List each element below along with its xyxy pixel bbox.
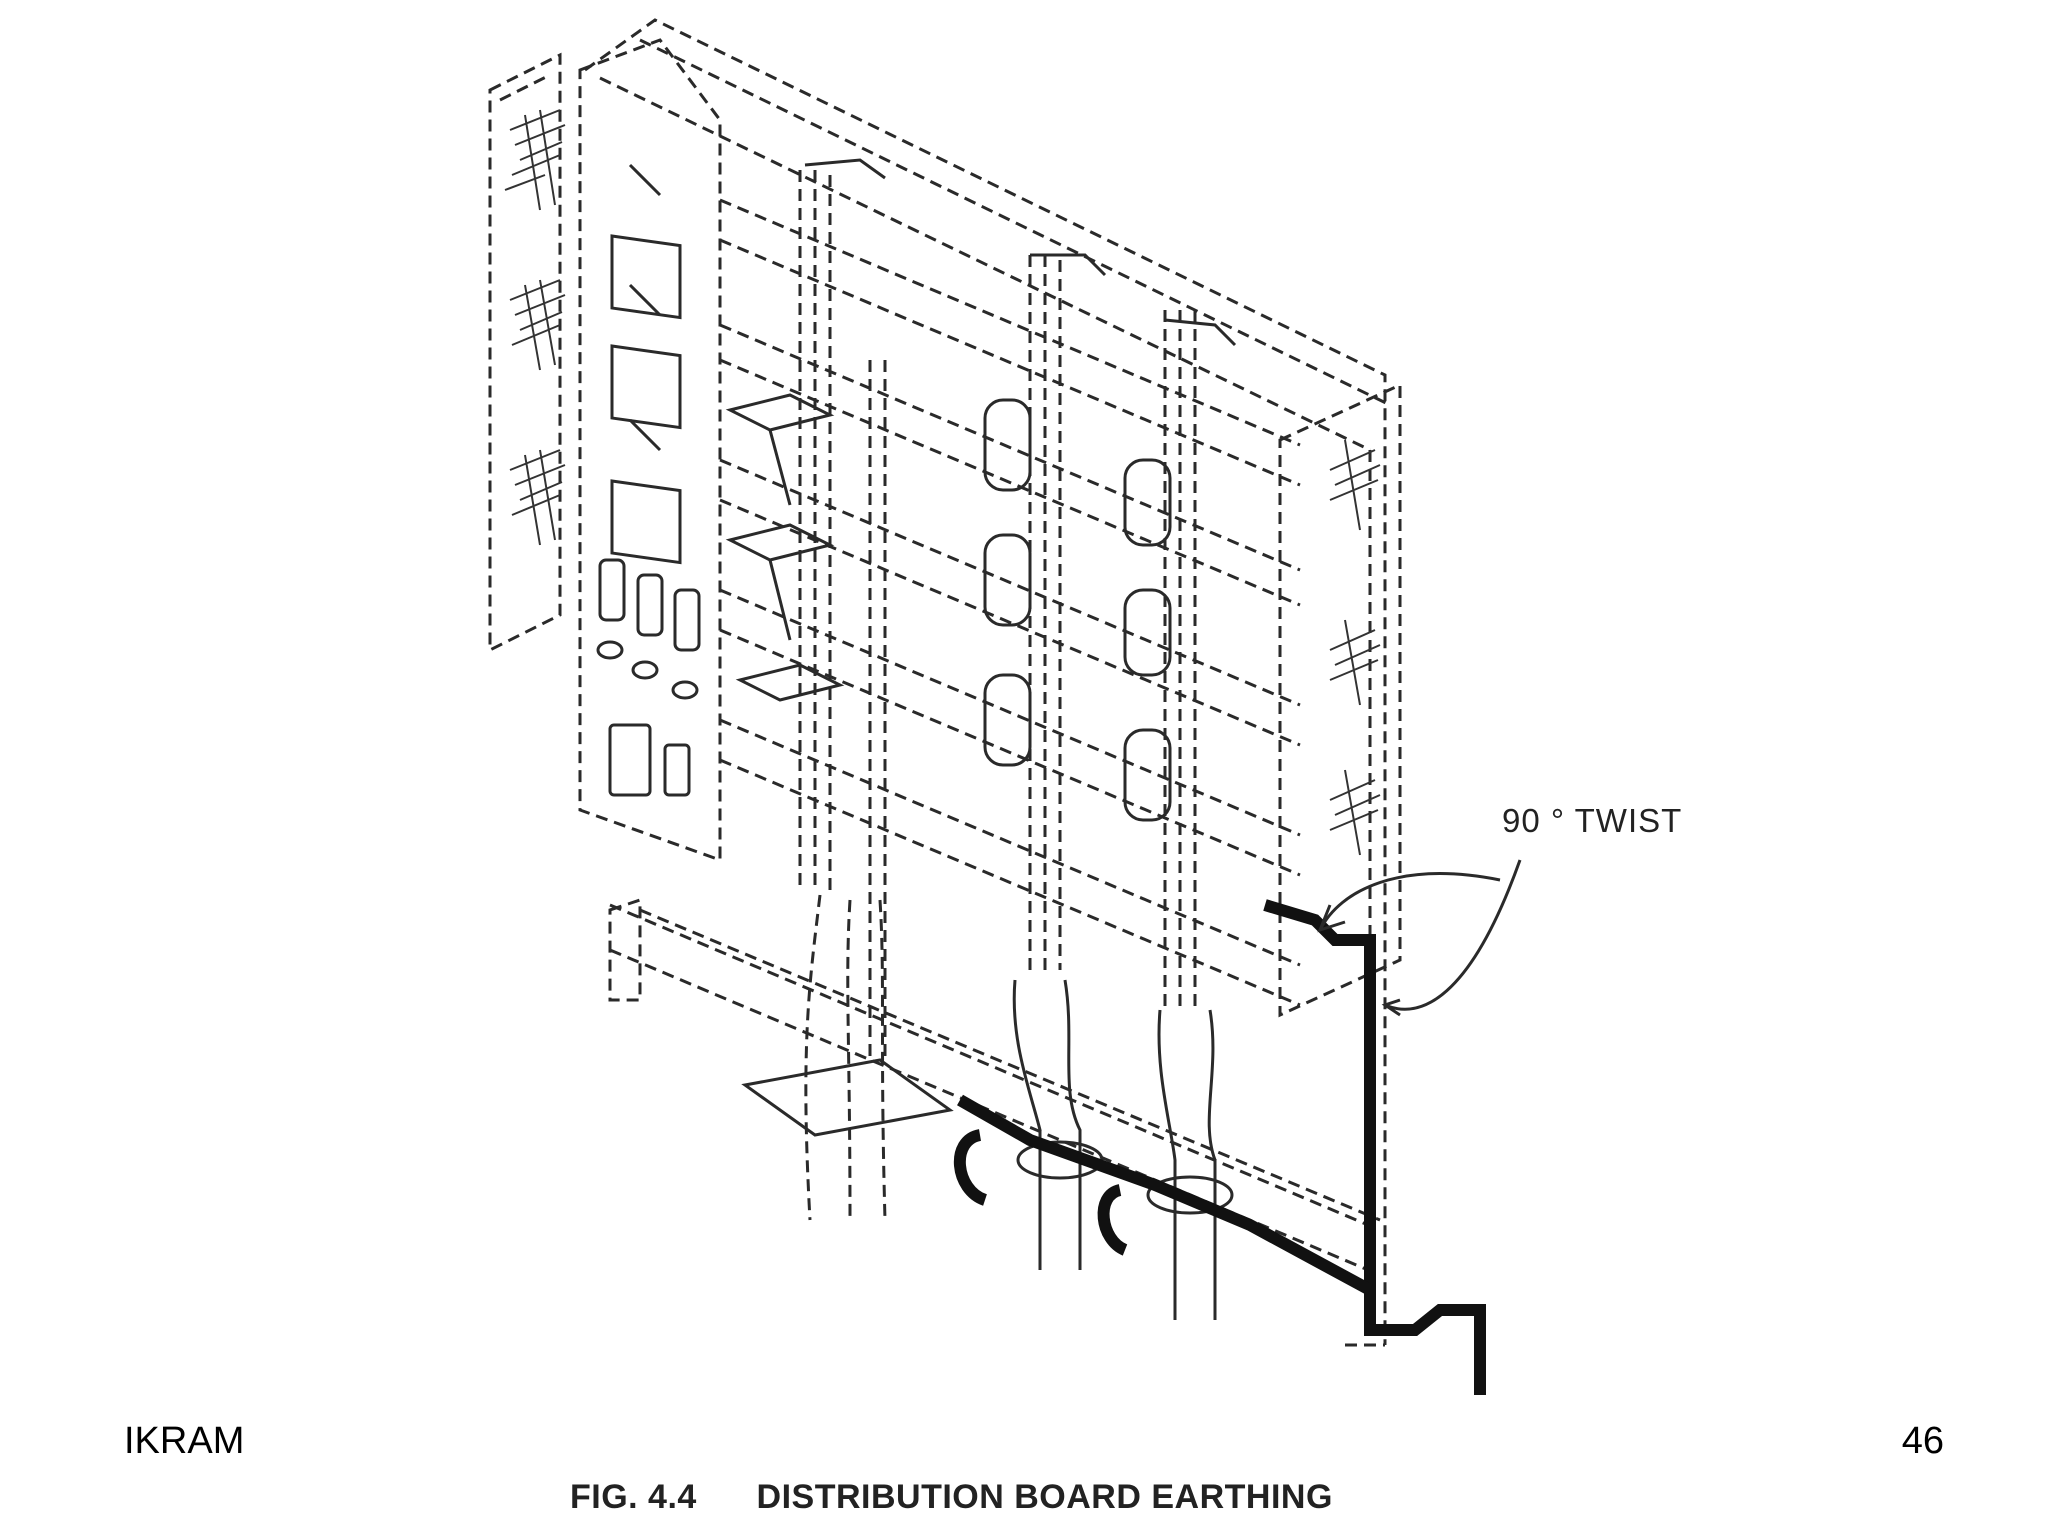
left-door-panel: [488, 52, 562, 653]
tray-shelves: [725, 393, 845, 702]
page-number: 46: [1901, 1420, 1944, 1462]
instrument-panel: [578, 38, 722, 863]
figure-number: FIG. 4.4: [570, 1478, 697, 1516]
footer-author: IKRAM: [124, 1420, 245, 1462]
left-door-hatching: [504, 109, 566, 546]
cable-risers: [798, 158, 1237, 1060]
figure-caption: FIG. 4.4 DISTRIBUTION BOARD EARTHING: [570, 1478, 1333, 1517]
cable-terminals: [983, 398, 1234, 1320]
right-end-panel: [1278, 382, 1402, 1018]
base-channel: [608, 897, 1381, 1222]
twist-callout: [1317, 859, 1522, 1017]
gland-plate: [741, 894, 954, 1221]
horizontal-rails: [609, 198, 1381, 1277]
fuse-units: [596, 558, 701, 797]
earthing-conductor: [953, 899, 1486, 1395]
figure-title: DISTRIBUTION BOARD EARTHING: [756, 1478, 1333, 1516]
twist-annotation-label: 90 ° TWIST: [1502, 802, 1683, 839]
